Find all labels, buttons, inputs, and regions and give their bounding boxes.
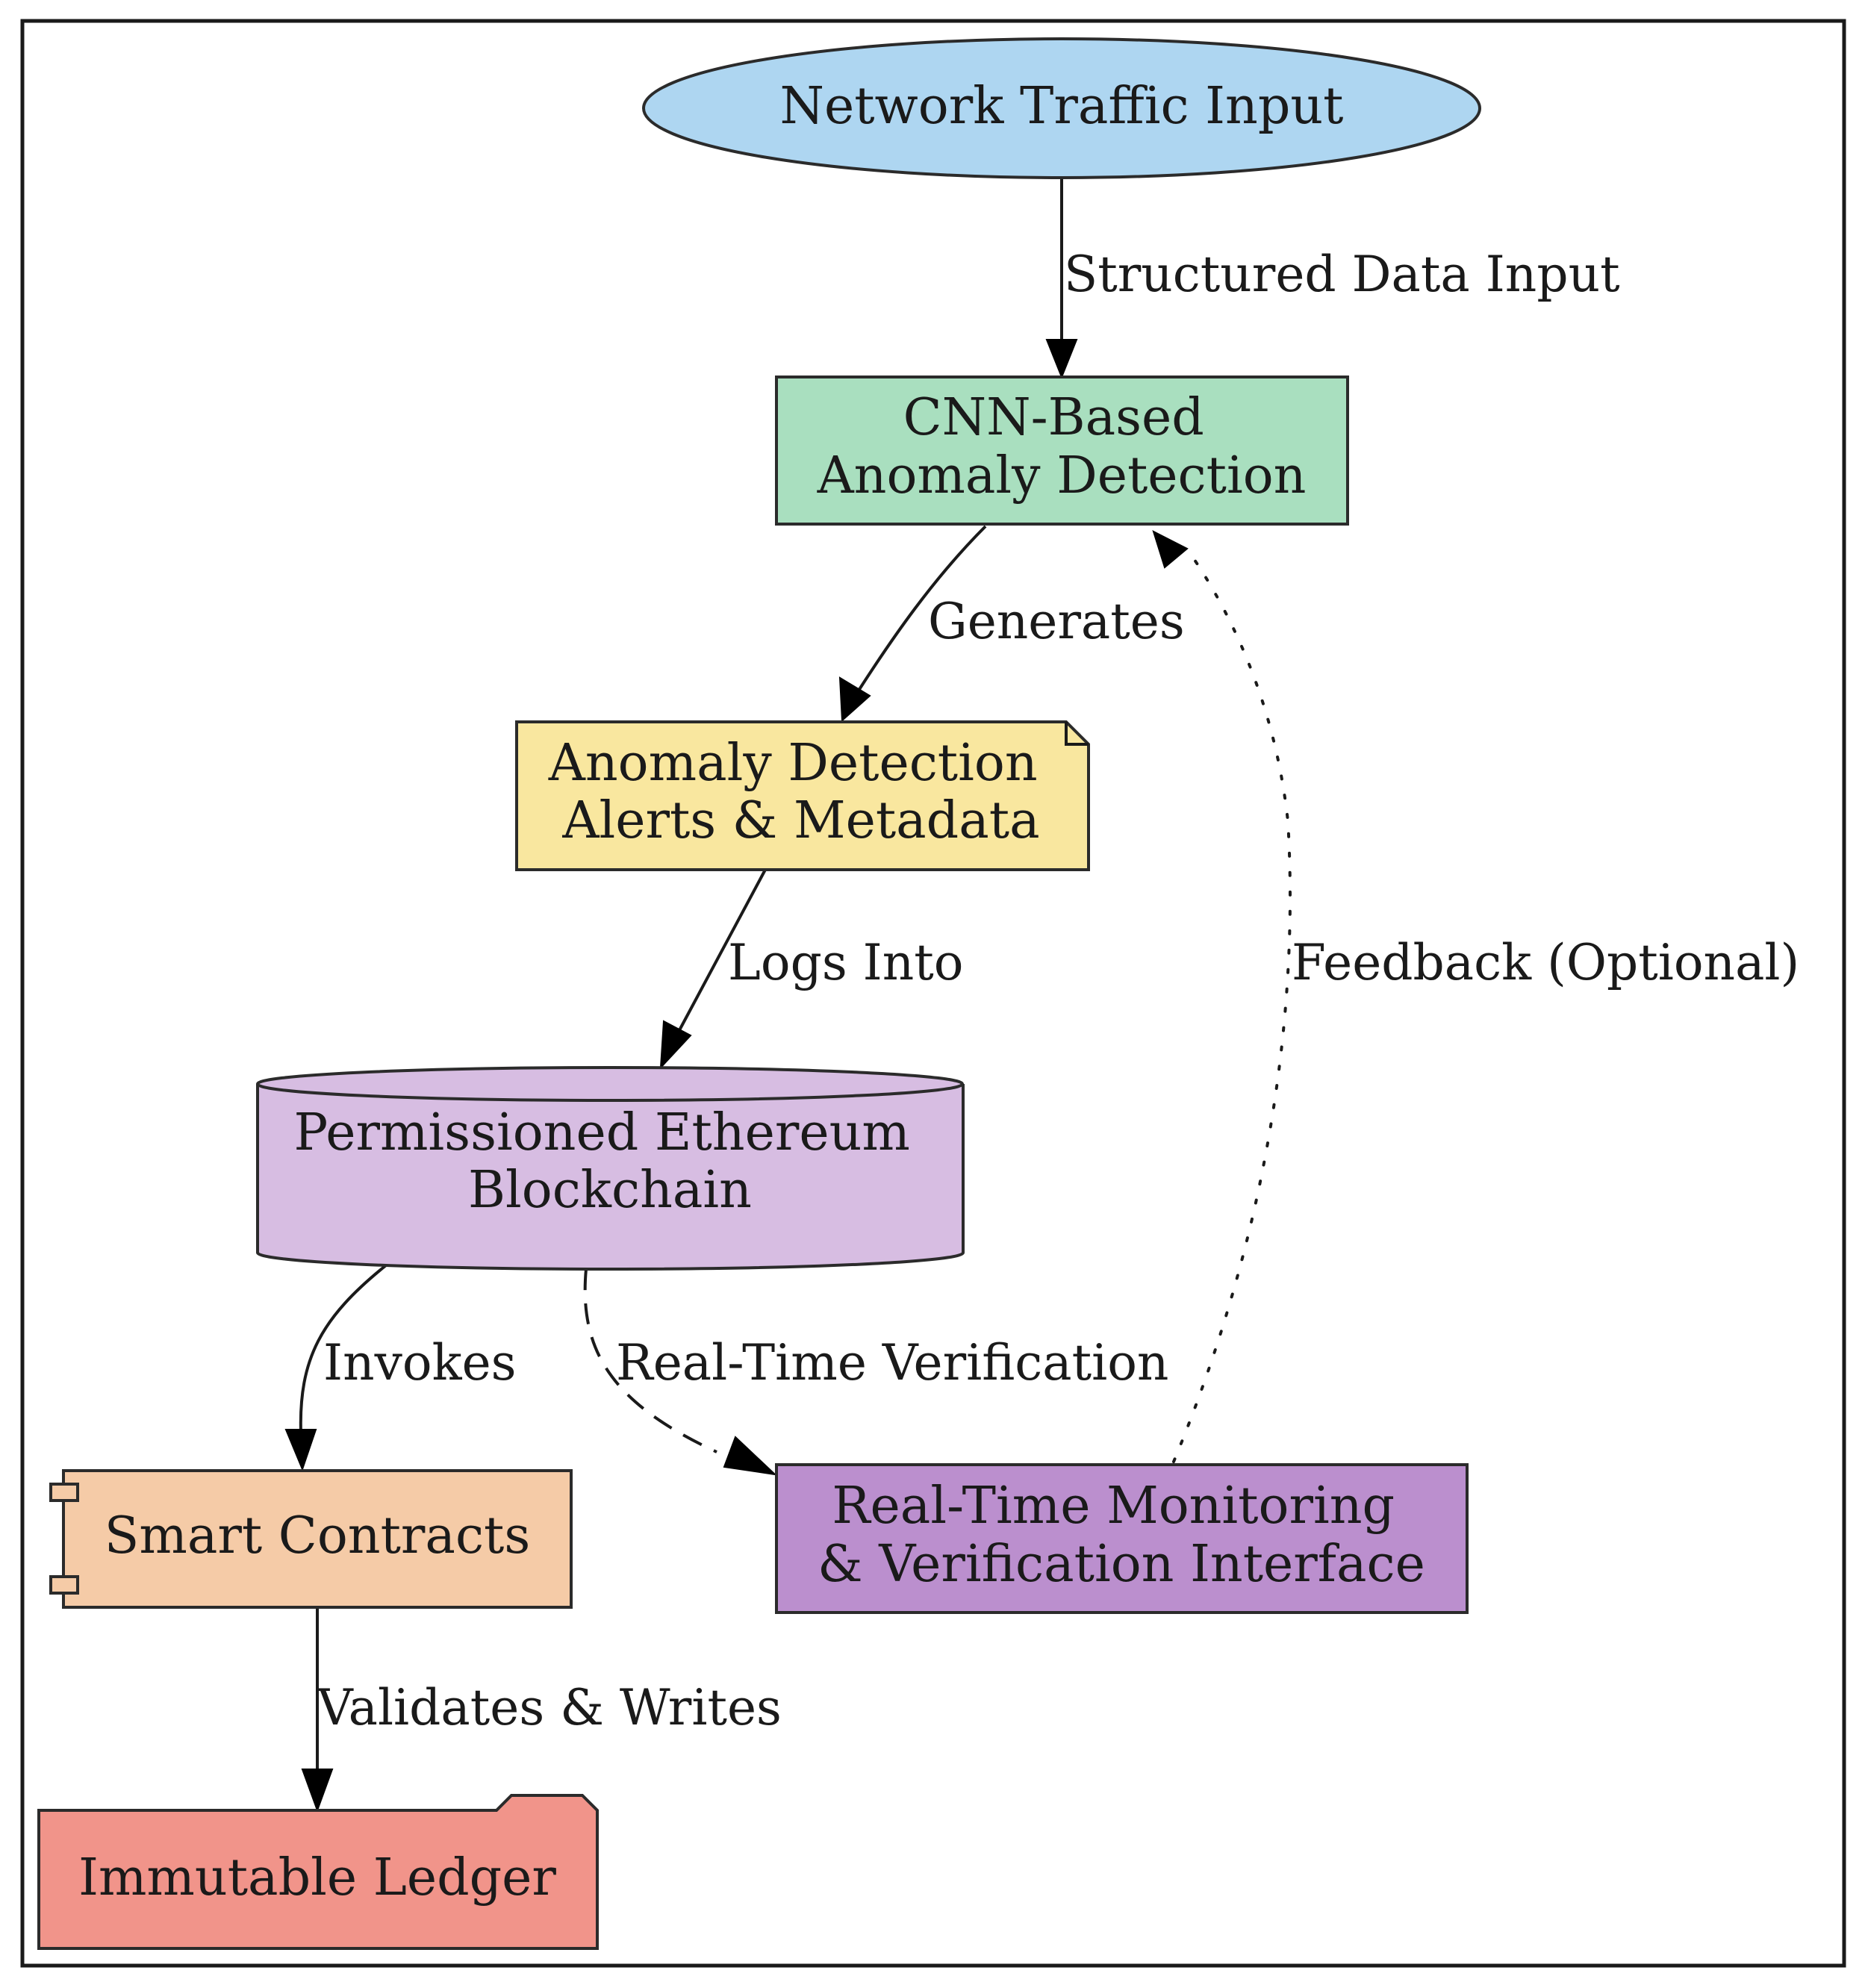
node-smart-contracts: Smart Contracts [49, 1469, 573, 1609]
node-alerts-metadata-label: Anomaly Detection Alerts & Metadata [548, 734, 1054, 850]
edge-label-structured-data-input: Structured Data Input [1064, 246, 1620, 303]
note-fold-icon [1065, 722, 1089, 746]
node-permissioned-blockchain-label: Permissioned Ethereum Blockchain [294, 1103, 927, 1220]
edge-label-invokes: Invokes [323, 1334, 517, 1392]
edge-label-logs-into: Logs Into [728, 934, 964, 991]
edge-structured-data-input [1045, 179, 1078, 379]
edge-label-real-time-verification: Real-Time Verification [616, 1334, 1168, 1392]
node-smart-contracts-label: Smart Contracts [105, 1506, 531, 1565]
node-network-traffic-input-label: Network Traffic Input [779, 77, 1343, 136]
edge-logs-into [659, 869, 767, 1070]
edge-generates [838, 525, 987, 723]
edge-real-time-verification [583, 1268, 777, 1476]
edge-label-feedback-optional: Feedback (Optional) [1292, 934, 1799, 991]
diagram-frame [20, 19, 1846, 1968]
node-permissioned-blockchain: Permissioned Ethereum Blockchain [256, 1066, 965, 1271]
component-tab-icon [49, 1483, 79, 1502]
node-immutable-ledger-label: Immutable Ledger [78, 1848, 556, 1907]
edge-label-generates: Generates [928, 593, 1185, 650]
node-cnn-anomaly-detection-label: CNN-Based Anomaly Detection [817, 388, 1307, 505]
node-cnn-anomaly-detection: CNN-Based Anomaly Detection [775, 376, 1349, 526]
edge-invokes [284, 1264, 387, 1471]
edge-validates-writes [301, 1609, 334, 1813]
node-immutable-ledger: Immutable Ledger [37, 1794, 599, 1950]
node-monitoring-interface: Real-Time Monitoring & Verification Inte… [775, 1463, 1469, 1614]
edge-feedback-optional [1152, 530, 1292, 1463]
component-tab-icon [49, 1575, 79, 1595]
edge-label-validates-writes: Validates & Writes [317, 1679, 782, 1736]
node-monitoring-interface-label: Real-Time Monitoring & Verification Inte… [818, 1477, 1425, 1594]
node-alerts-metadata: Anomaly Detection Alerts & Metadata [515, 720, 1090, 871]
node-network-traffic-input: Network Traffic Input [642, 37, 1481, 179]
